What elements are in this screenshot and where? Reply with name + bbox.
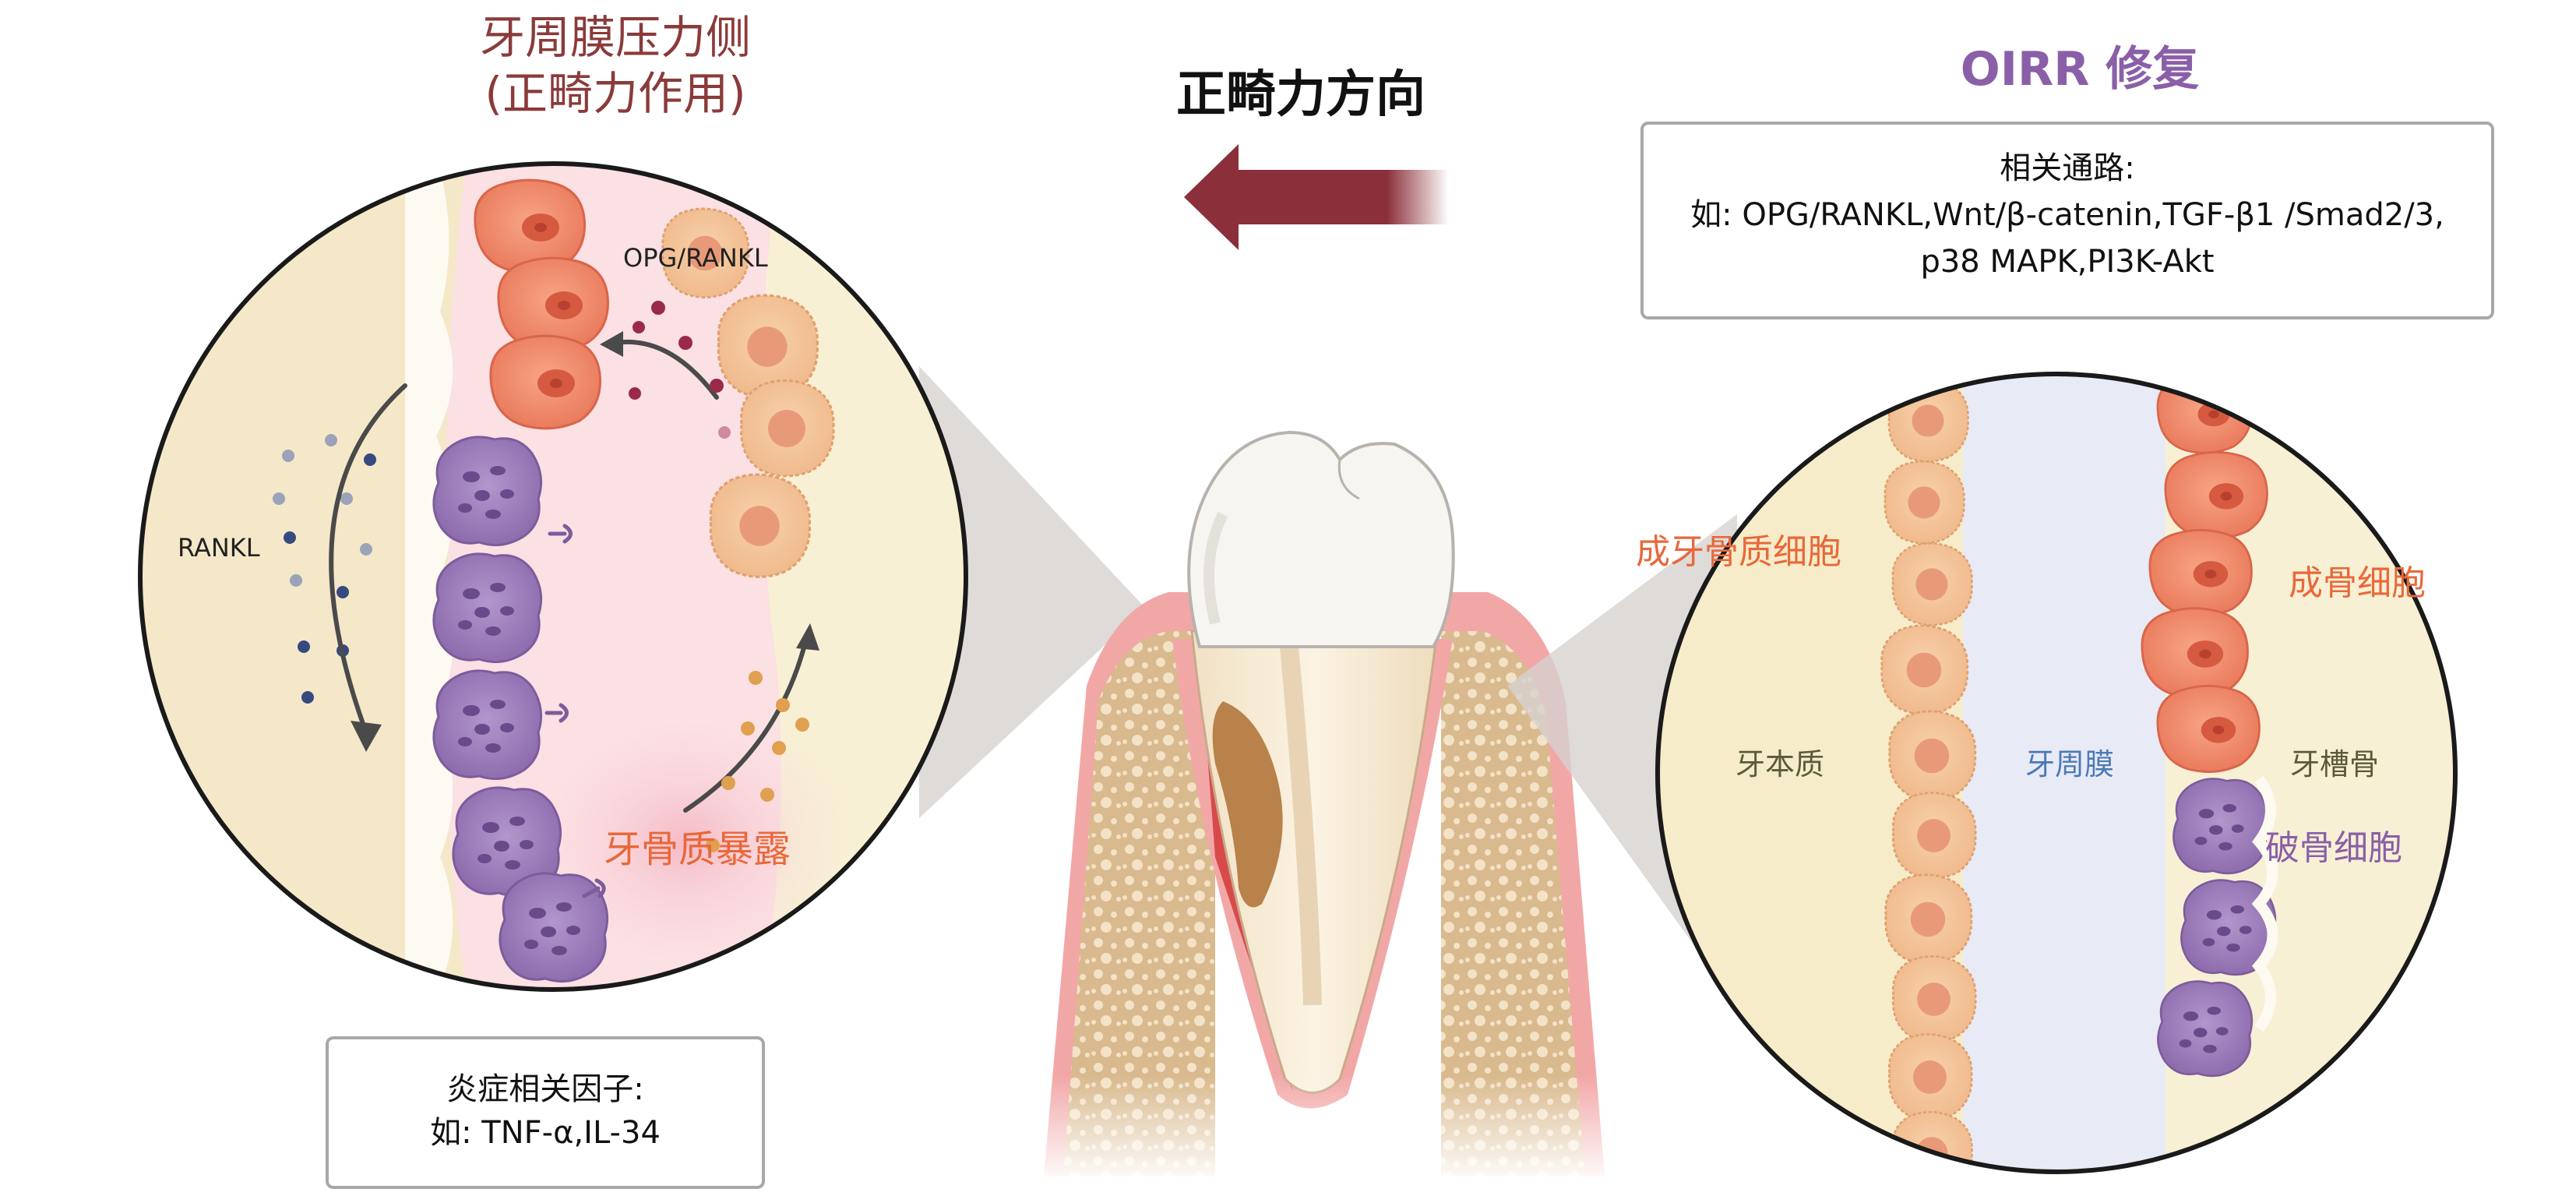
right-circle-border bbox=[1655, 372, 2458, 1174]
force-direction-label: 正畸力方向 bbox=[1176, 66, 1425, 124]
pressure-side-title-line2: (正畸力作用) bbox=[485, 67, 746, 120]
pathway-box-line3: p38 MAPK,PI3K-Akt bbox=[1920, 244, 2215, 280]
pathway-box-line1: 相关通路: bbox=[2000, 150, 2135, 186]
opg-dots bbox=[629, 301, 731, 439]
opg-rankl-label: OPG/RANKL bbox=[623, 243, 768, 273]
alveolar-bone-label: 牙槽骨 bbox=[2290, 747, 2380, 781]
osteoclast-label: 破骨细胞 bbox=[2265, 828, 2402, 868]
pathway-box-line2: 如: OPG/RANKL,Wnt/β-catenin,TGF-β1 /Smad2… bbox=[1690, 197, 2444, 233]
exposure-dots bbox=[706, 671, 809, 852]
cementum-exposure-label: 牙骨质暴露 bbox=[604, 827, 791, 871]
pdl-label: 牙周膜 bbox=[2025, 747, 2115, 781]
exposure-arrowhead bbox=[796, 623, 819, 651]
left-circle-border bbox=[138, 161, 968, 992]
pressure-side-title: 牙周膜压力侧 (正畸力作用) bbox=[452, 9, 779, 122]
left-zoom-cone bbox=[919, 366, 1145, 818]
osteoblast-label: 成骨细胞 bbox=[2289, 563, 2426, 603]
rankl-dots bbox=[273, 434, 376, 704]
exposure-arrow bbox=[683, 637, 809, 813]
rankl-arrowhead bbox=[351, 721, 382, 752]
rankl-label: RANKL bbox=[178, 533, 260, 563]
inflammation-box: 炎症相关因子: 如: TNF-α,IL-34 bbox=[326, 1036, 765, 1189]
pathway-box: 相关通路: 如: OPG/RANKL,Wnt/β-catenin,TGF-β1 … bbox=[1640, 122, 2494, 319]
left-magnified-view bbox=[138, 161, 1145, 992]
oirr-repair-title: OIRR 修复 bbox=[1960, 42, 2200, 97]
inflammation-box-line2: 如: TNF-α,IL-34 bbox=[430, 1115, 661, 1151]
inflammation-box-line1: 炎症相关因子: bbox=[446, 1071, 644, 1107]
rankl-arrow bbox=[329, 383, 407, 735]
dentin-label: 牙本质 bbox=[1736, 747, 1825, 781]
force-arrow bbox=[1184, 144, 1449, 250]
cementoblast-label: 成牙骨质细胞 bbox=[1636, 532, 1841, 572]
opg-arrow bbox=[613, 339, 719, 400]
tooth-illustration bbox=[1036, 430, 1612, 1184]
pressure-side-title-line1: 牙周膜压力侧 bbox=[479, 11, 751, 64]
opg-arrowhead bbox=[600, 331, 623, 357]
